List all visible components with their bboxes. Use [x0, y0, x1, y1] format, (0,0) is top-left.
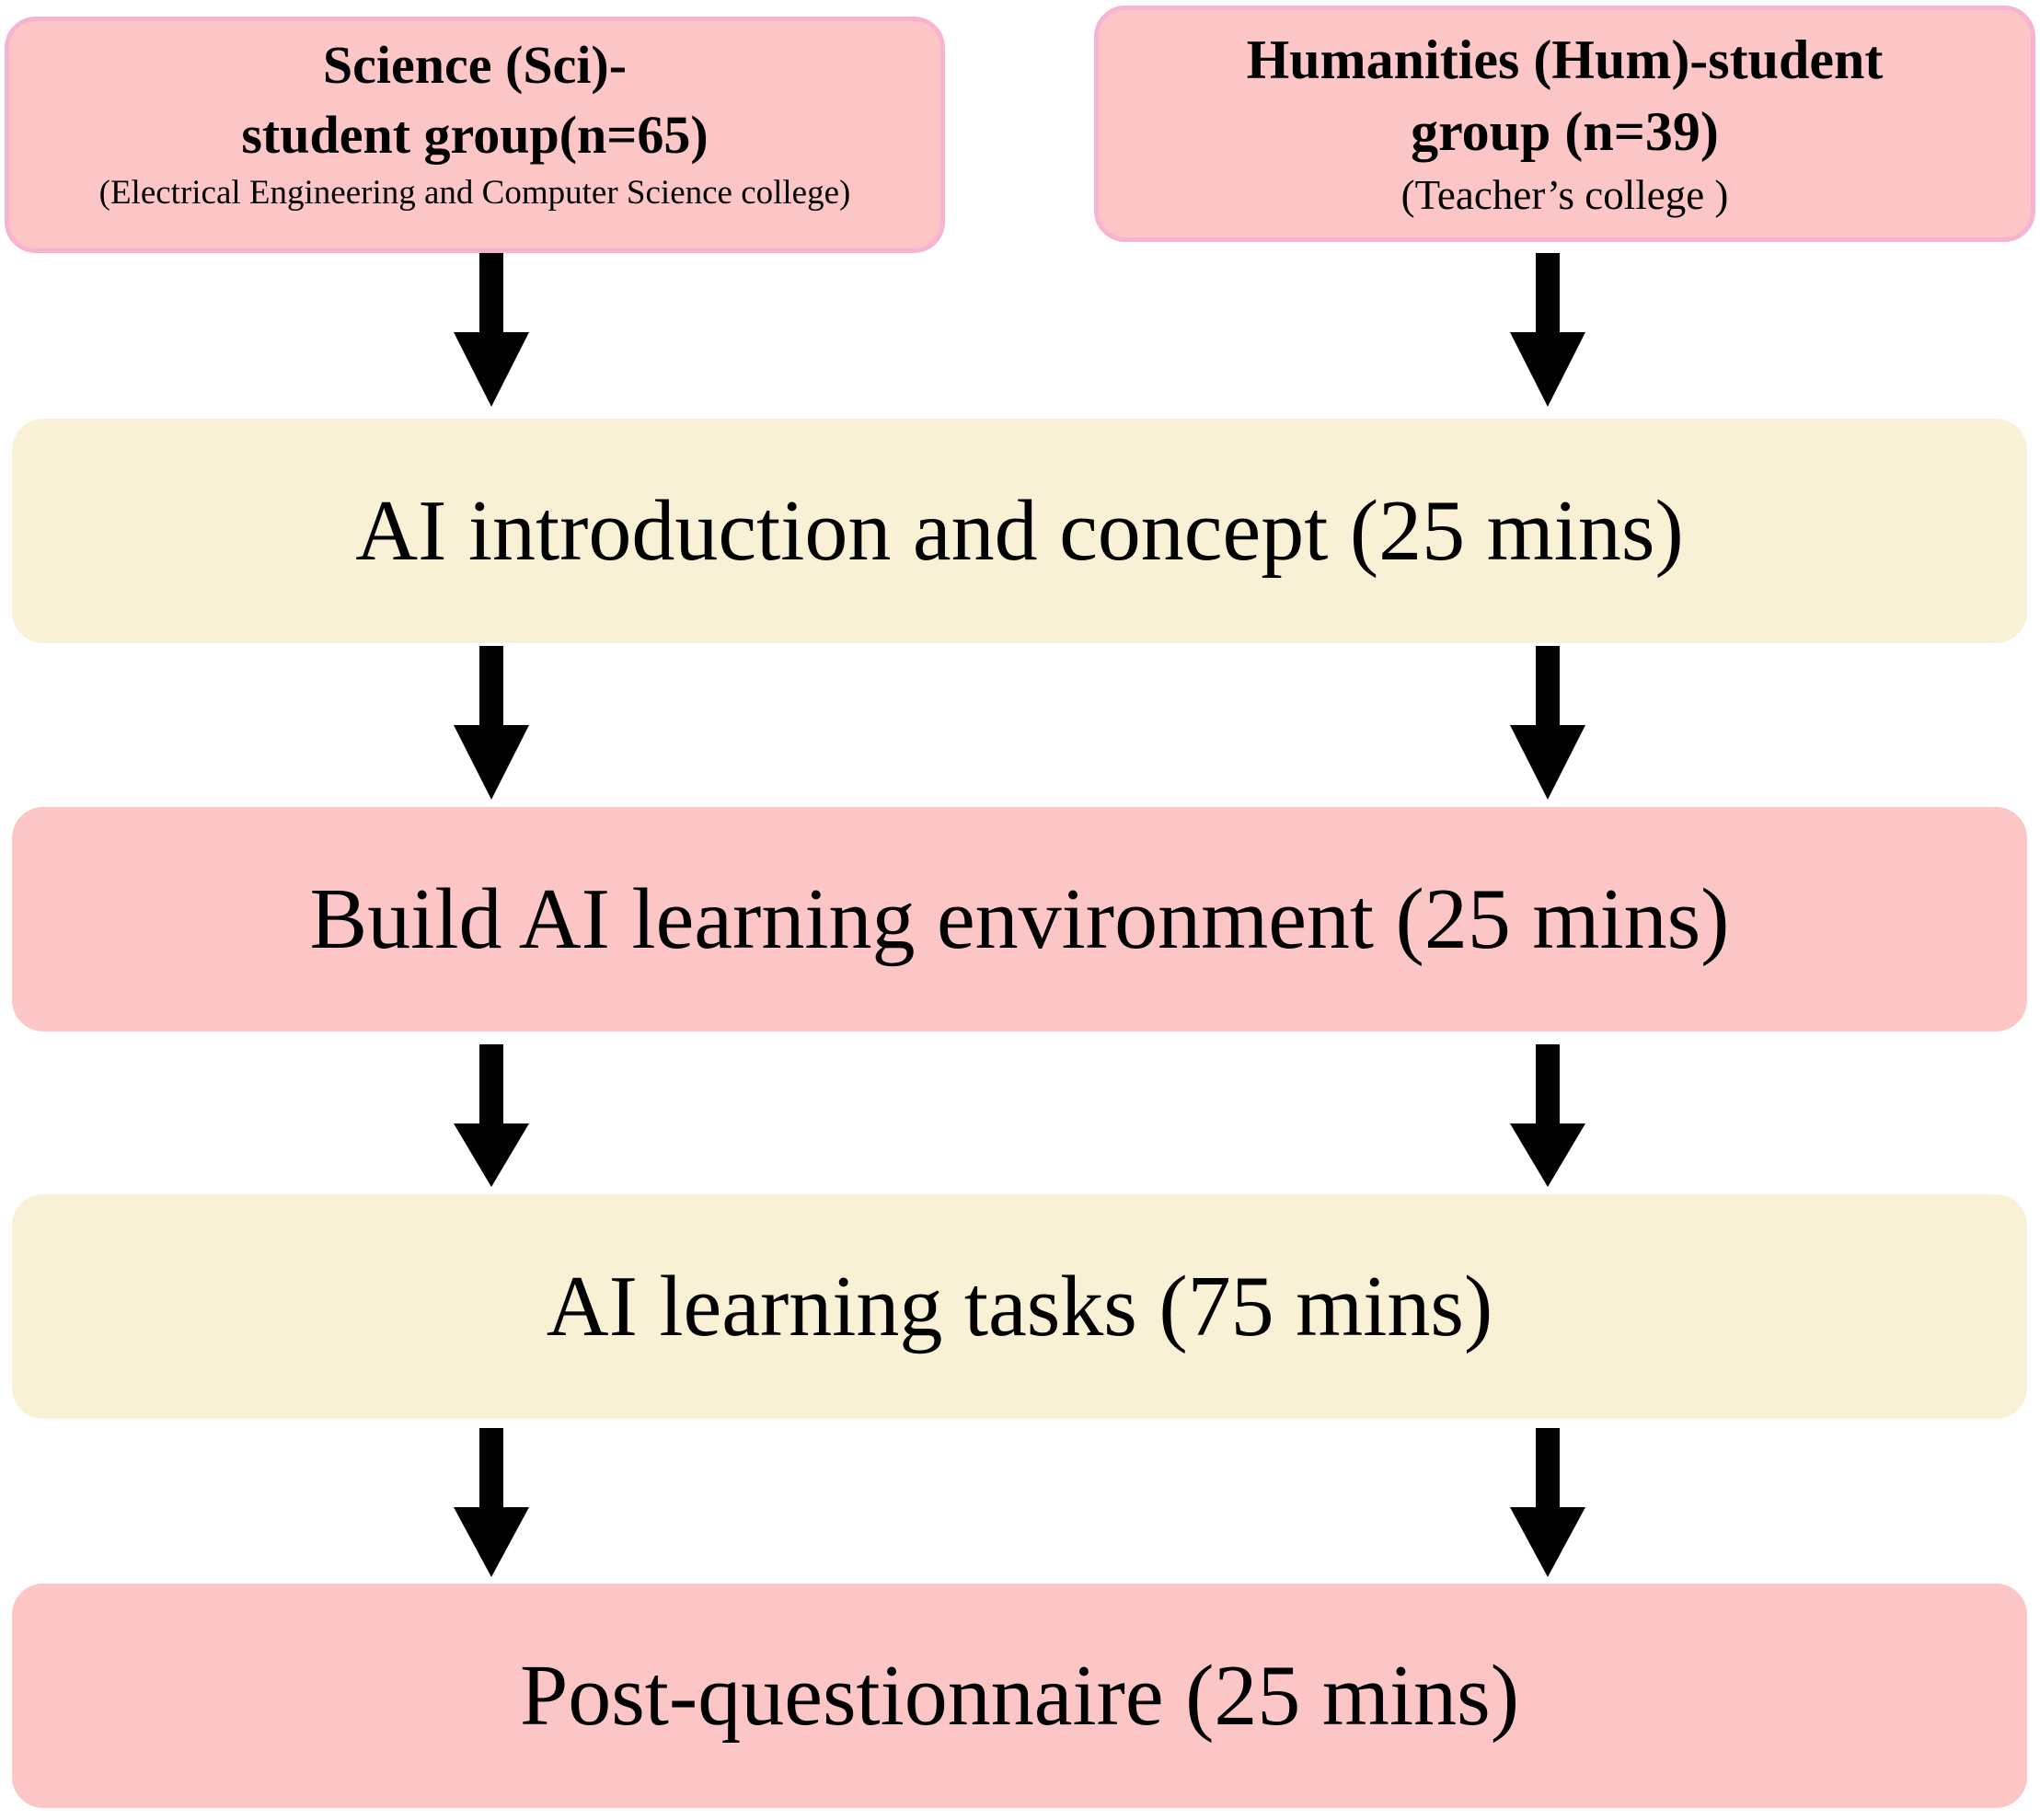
- arrow-down-icon: [454, 253, 529, 407]
- arrow-down-icon: [454, 646, 529, 800]
- science-group-title-line1: Science (Sci)-: [322, 35, 628, 95]
- arrow-down-icon: [1510, 1044, 1585, 1187]
- step-build-environment: Build AI learning environment (25 mins): [12, 807, 2027, 1031]
- step-post-questionnaire: Post-questionnaire (25 mins): [12, 1584, 2027, 1808]
- science-group-box: Science (Sci)- student group(n=65) (Elec…: [5, 17, 945, 253]
- arrow-down-icon: [1510, 646, 1585, 800]
- arrow-down-icon: [1510, 253, 1585, 407]
- humanities-group-subtitle: (Teacher’s college ): [1400, 172, 1729, 218]
- science-group-title-line2: student group(n=65): [241, 105, 709, 165]
- humanities-group-title-line1: Humanities (Hum)-student: [1246, 29, 1884, 90]
- arrow-down-icon: [454, 1428, 529, 1577]
- arrow-down-icon: [454, 1044, 529, 1187]
- step-ai-introduction: AI introduction and concept (25 mins): [12, 419, 2027, 643]
- humanities-group-title-line2: group (n=39): [1411, 101, 1719, 162]
- science-group-subtitle: (Electrical Engineering and Computer Sci…: [98, 174, 851, 212]
- humanities-group-box: Humanities (Hum)-student group (n=39) (T…: [1094, 6, 2035, 242]
- step-learning-tasks: AI learning tasks (75 mins): [12, 1194, 2027, 1419]
- arrow-down-icon: [1510, 1428, 1585, 1577]
